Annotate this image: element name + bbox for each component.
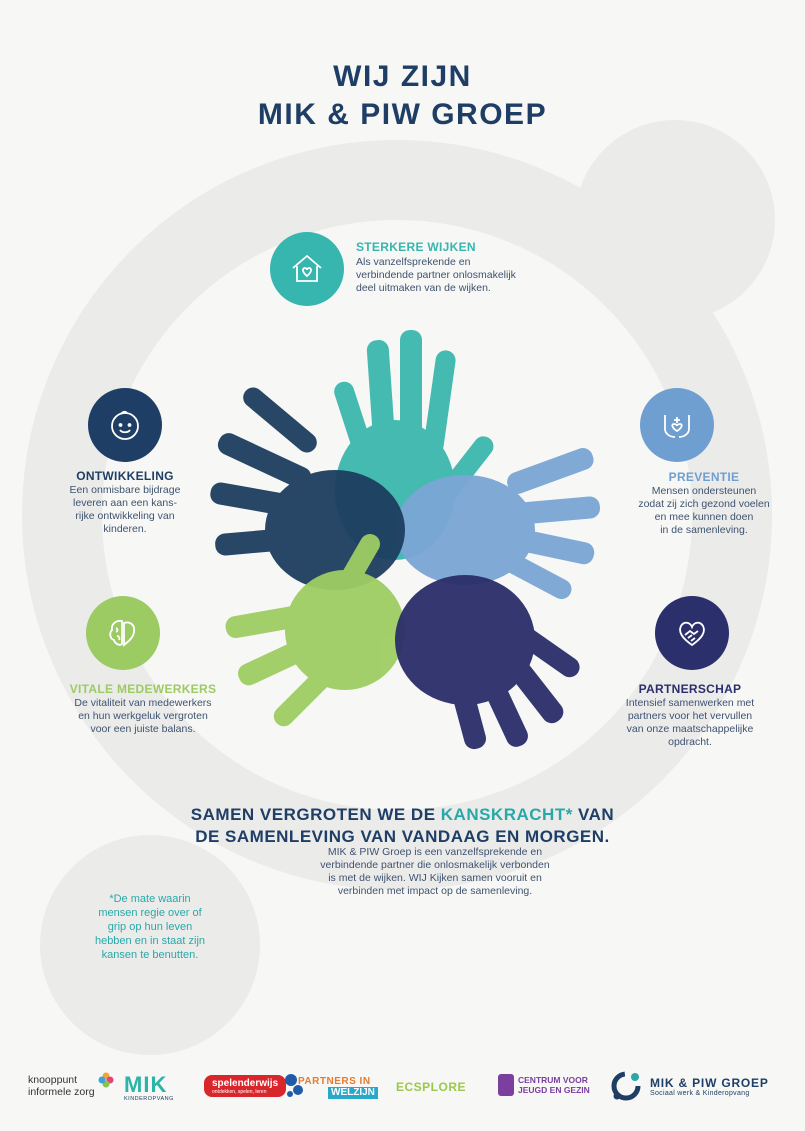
text-line: kansen te benutten. <box>101 949 199 961</box>
partner-logos: knooppunt informele zorg MIK KINDEROPVAN… <box>0 1060 805 1120</box>
hand-light-blue <box>395 448 601 600</box>
text-line: en hun werkgeluk vergroten <box>78 710 208 722</box>
vitale-medewerkers-text: De vitaliteit van medewerkers en hun wer… <box>48 697 238 736</box>
logo-text: informele zorg <box>28 1086 95 1098</box>
logo-text: CENTRUM VOOR <box>518 1075 588 1085</box>
logo-spelenderwijs: spelenderwijs ontdekken, spelen, leren <box>204 1072 304 1100</box>
vitale-medewerkers-circle <box>86 596 160 670</box>
background-circle-top-right <box>575 120 775 320</box>
text-line: kinderen. <box>103 523 147 535</box>
ontwikkeling-title: ONTWIKKELING <box>76 469 174 483</box>
hand-green <box>225 534 405 727</box>
logo-text: MIK & PIW GROEP <box>650 1075 769 1090</box>
logo-ecsplore: ECSPLORE <box>396 1080 466 1094</box>
text-line: Mensen ondersteunen <box>651 485 757 497</box>
logo-subtext: ontdekken, spelen, leren <box>212 1089 267 1095</box>
handshake-heart-icon <box>679 621 705 647</box>
logo-text: spelenderwijs <box>212 1078 279 1089</box>
text-line: opdracht. <box>668 736 712 748</box>
headline-text: SAMEN VERGROTEN WE DE <box>190 805 441 824</box>
logo-partners-in-welzijn: PARTNERS IN WELZIJN <box>298 1076 378 1099</box>
baby-face-icon <box>111 410 139 440</box>
preventie-circle <box>640 388 714 462</box>
ontwikkeling-text: Een onmisbare bijdrage leveren aan een k… <box>32 484 218 536</box>
text-line: hebben en in staat zijn <box>94 935 206 947</box>
logo-text: JEUGD EN GEZIN <box>518 1085 590 1095</box>
text-line: mensen regie over of <box>98 907 202 919</box>
sterkere-wijken-text: Als vanzelfsprekende en verbindende part… <box>356 256 576 295</box>
text-line: zodat zij zich gezond voelen <box>638 498 770 510</box>
logo-text: MIK <box>124 1072 168 1097</box>
headline-highlight: KANSKRACHT* <box>440 805 573 824</box>
title-line-2: MIK & PIW GROEP <box>257 98 548 131</box>
page-title: WIJ ZIJN MIK & PIW GROEP <box>0 58 805 134</box>
footnote: *De mate waarin mensen regie over of gri… <box>70 892 230 962</box>
house-heart-icon <box>292 254 322 282</box>
partnerschap-text: Intensief samenwerken met partners voor … <box>592 697 788 749</box>
text-line: *De mate waarin <box>109 893 191 905</box>
preventie-title: PREVENTIE <box>668 470 740 484</box>
text-line: Als vanzelfsprekende en <box>356 256 471 268</box>
text-line: Intensief samenwerken met <box>625 697 755 709</box>
logo-cjg: CENTRUM VOOR JEUGD EN GEZIN <box>498 1074 590 1096</box>
text-line: partners voor het vervullen <box>627 710 753 722</box>
logo-text: PARTNERS IN <box>298 1076 371 1087</box>
text-line: en mee kunnen doen <box>654 511 754 523</box>
hands-illustration <box>210 330 601 750</box>
text-line: in de samenleving. <box>660 524 748 536</box>
text-line: verbindende partner die onlosmakelijk ve… <box>320 859 550 871</box>
sterkere-wijken-circle <box>270 232 344 306</box>
headline-line-2: DE SAMENLEVING VAN VANDAAG EN MORGEN. <box>195 827 610 846</box>
text-line: Een onmisbare bijdrage <box>69 484 181 496</box>
text-line: De vitaliteit van medewerkers <box>74 697 212 709</box>
text-line: verbindende partner onlosmakelijk <box>356 269 516 281</box>
logo-text: ECSPLORE <box>396 1080 467 1094</box>
hand-indigo <box>395 575 580 750</box>
text-line: is met de wijken. WIJ Kijken samen vooru… <box>328 872 542 884</box>
logo-knooppunt: knooppunt informele zorg <box>28 1072 115 1098</box>
text-line: rijke ontwikkeling van <box>75 510 175 522</box>
body-text: MIK & PIW Groep is een vanzelfsprekende … <box>290 846 580 898</box>
text-line: van onze maatschappelijke <box>626 723 754 735</box>
preventie-text: Mensen ondersteunen zodat zij zich gezon… <box>604 485 804 537</box>
logo-mik-piw-groep: MIK & PIW GROEP Sociaal werk & Kinderopv… <box>608 1068 769 1104</box>
ontwikkeling-circle <box>88 388 162 462</box>
partnerschap-circle <box>655 596 729 670</box>
logo-text: knooppunt <box>28 1074 78 1086</box>
flower-icon <box>98 1072 114 1088</box>
text-line: grip op hun leven <box>107 921 193 933</box>
preventie-block: PREVENTIE Mensen ondersteunen zodat zij … <box>604 470 804 537</box>
partnerschap-title: PARTNERSCHAP <box>638 682 742 696</box>
headline-line-1: SAMEN VERGROTEN WE DE KANSKRACHT* VAN <box>0 804 805 826</box>
text-line: voor een juiste balans. <box>90 723 196 735</box>
brain-heart-icon <box>109 619 136 647</box>
headline-text: VAN <box>572 805 615 824</box>
sterkere-wijken-block: STERKERE WIJKEN Als vanzelfsprekende en … <box>356 240 576 295</box>
logo-subtext: KINDEROPVANG <box>124 1096 174 1102</box>
headline: SAMEN VERGROTEN WE DE KANSKRACHT* VAN DE… <box>0 804 805 848</box>
partnerschap-block: PARTNERSCHAP Intensief samenwerken met p… <box>592 682 788 749</box>
vitale-medewerkers-title: VITALE MEDEWERKERS <box>69 682 217 696</box>
cjg-mark <box>498 1074 514 1096</box>
text-line: verbinden met impact op de samenleving. <box>337 885 533 897</box>
vitale-medewerkers-block: VITALE MEDEWERKERS De vitaliteit van med… <box>48 682 238 736</box>
logo-mik: MIK KINDEROPVANG <box>124 1072 174 1103</box>
logo-subtext: Sociaal werk & Kinderopvang <box>650 1089 750 1097</box>
title-line-1: WIJ ZIJN <box>333 60 472 93</box>
bubbles-icon <box>285 1074 304 1097</box>
ontwikkeling-block: ONTWIKKELING Een onmisbare bijdrage leve… <box>32 469 218 536</box>
mik-piw-ring-icon <box>611 1071 641 1101</box>
logo-text: WELZIJN <box>328 1087 378 1099</box>
text-line: MIK & PIW Groep is een vanzelfsprekende … <box>327 846 543 858</box>
text-line: deel uitmaken van de wijken. <box>356 282 491 294</box>
background-circle-bottom-left <box>40 835 260 1055</box>
text-line: leveren aan een kans- <box>73 497 177 509</box>
sterkere-wijken-title: STERKERE WIJKEN <box>356 240 476 254</box>
hands-cross-icon <box>664 415 690 438</box>
